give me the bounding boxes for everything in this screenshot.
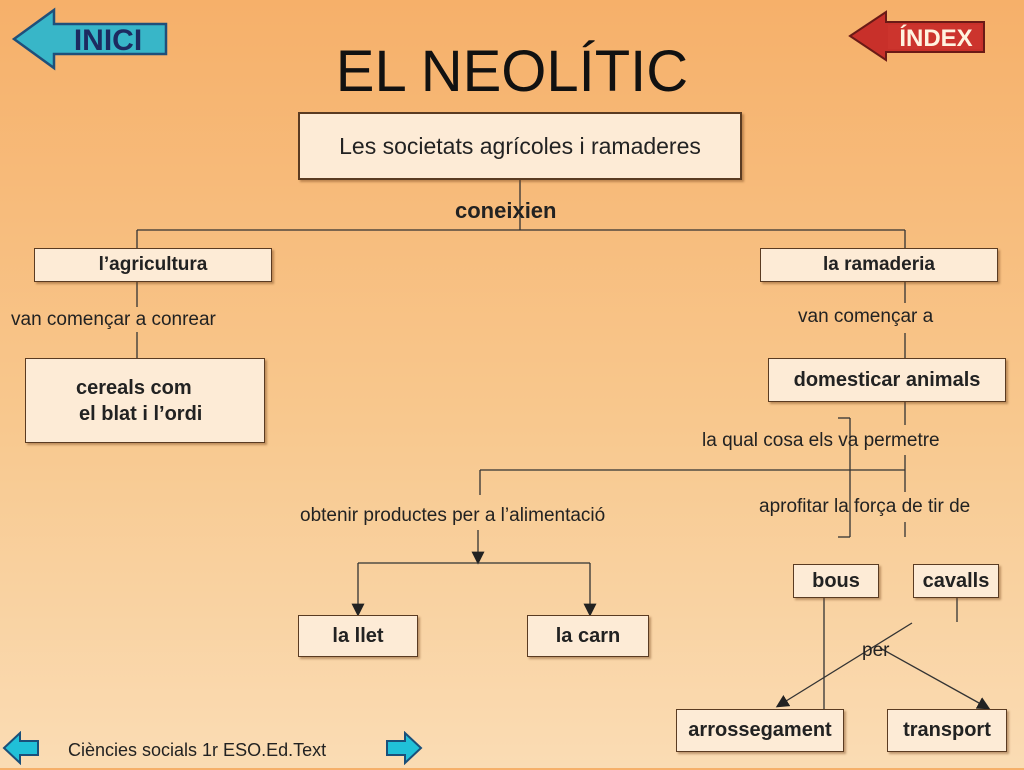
node-root-label: Les societats agrícoles i ramaderes	[339, 132, 701, 159]
node-cavalls-label: cavalls	[922, 569, 990, 592]
page-title: EL NEOLÍTIC	[335, 39, 689, 104]
node-arrossegament-label: arrossegament	[688, 719, 832, 741]
node-cereals: cereals com el blat i l’ordi	[25, 358, 265, 443]
back-arrow-icon: INICI	[11, 7, 168, 71]
node-llet: la llet	[298, 615, 418, 657]
node-domesticar: domesticar animals	[768, 358, 1006, 402]
node-ramaderia-label: la ramaderia	[823, 254, 935, 275]
node-bous-label: bous	[812, 569, 860, 592]
node-agricultura: l’agricultura	[34, 248, 272, 282]
node-cavalls: cavalls	[913, 564, 999, 598]
link-comencar: van començar a	[798, 306, 934, 327]
inici-button[interactable]: INICI	[10, 6, 170, 72]
arrow-right-icon	[386, 730, 423, 766]
node-cereals-line2: el blat i l’ordi	[79, 402, 203, 425]
link-obtenir: obtenir productes per a l’alimentació	[300, 505, 606, 526]
node-agricultura-label: l’agricultura	[98, 254, 208, 275]
node-transport-label: transport	[903, 719, 991, 741]
index-arrow-icon: ÍNDEX	[848, 10, 985, 62]
link-aprofitar: aprofitar la força de tir de	[759, 496, 971, 517]
link-coneixien: coneixien	[455, 198, 557, 223]
node-bous: bous	[793, 564, 879, 598]
next-slide-button[interactable]	[385, 730, 423, 766]
inici-label: INICI	[74, 24, 142, 57]
previous-slide-button[interactable]	[2, 730, 40, 766]
index-button[interactable]: ÍNDEX	[846, 8, 988, 64]
node-arrossegament: arrossegament	[676, 709, 844, 752]
link-conrear: van començar a conrear	[11, 309, 216, 330]
node-cereals-line1: cereals com	[76, 376, 192, 399]
node-carn-label: la carn	[555, 624, 621, 647]
node-llet-label: la llet	[332, 624, 384, 647]
node-transport: transport	[887, 709, 1007, 752]
index-label: ÍNDEX	[899, 24, 972, 52]
arrow-left-icon	[2, 730, 39, 766]
link-per: per	[862, 640, 890, 661]
node-root: Les societats agrícoles i ramaderes	[298, 112, 742, 180]
node-ramaderia: la ramaderia	[760, 248, 998, 282]
link-permetre: la qual cosa els va permetre	[702, 430, 940, 451]
node-domesticar-label: domesticar animals	[793, 368, 981, 391]
node-carn: la carn	[527, 615, 649, 657]
footer-text: Ciències socials 1r ESO.Ed.Text	[68, 740, 327, 760]
